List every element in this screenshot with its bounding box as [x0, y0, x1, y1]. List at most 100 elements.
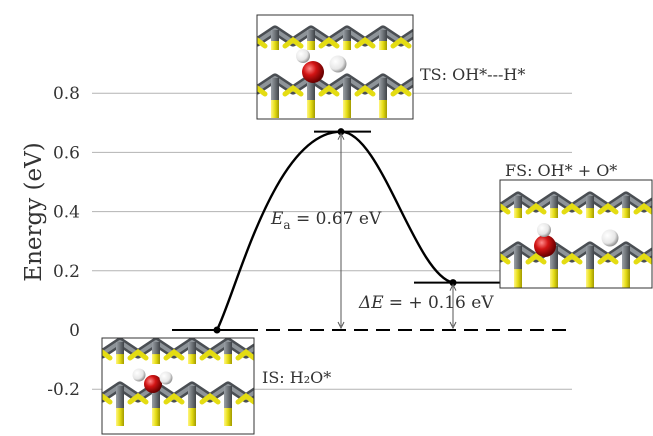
metal-rod [188, 342, 196, 364]
ts-state-label: TS: OH*---H* [420, 65, 525, 84]
sulfur-rod [307, 41, 315, 50]
sulfur-bond [257, 84, 268, 97]
sulfur-rod [379, 41, 387, 50]
metal-rod [235, 30, 243, 50]
sulfur-bond [282, 84, 304, 97]
sulfur-bond [102, 392, 113, 405]
sulfur-bond [354, 84, 376, 97]
sulfur-bond [500, 252, 511, 265]
sulfur-bond [58, 352, 74, 358]
sulfur-rod [550, 208, 558, 218]
metal-rod [152, 386, 160, 426]
reaction-arrow-head-bottom [449, 321, 457, 330]
sulfur-rod [379, 100, 387, 118]
is-state-label: IS: H₂O* [262, 368, 331, 387]
metal-rod [224, 342, 232, 364]
y-tick-label: 0.4 [53, 203, 80, 223]
sulfur-rod [451, 100, 459, 118]
sulfur-bond [235, 392, 254, 405]
y-tick-label: 0.8 [53, 84, 80, 104]
metal-rod [307, 30, 315, 50]
metal-rod [152, 342, 160, 364]
sulfur-rod [235, 100, 243, 118]
y-tick-label: 0 [69, 321, 80, 341]
sulfur-rod [307, 100, 315, 118]
sulfur-bond [390, 36, 412, 49]
metal-rod [307, 78, 315, 118]
sulfur-rod [224, 354, 232, 364]
hydrogen-atom [329, 55, 347, 73]
sulfur-rod [188, 408, 196, 426]
metal-rod [116, 342, 124, 364]
metal-rod [296, 386, 304, 426]
sulfur-bond [199, 392, 221, 405]
hydrogen-atom [296, 49, 310, 63]
sulfur-rod [586, 269, 594, 288]
sulfur-bond [274, 396, 290, 402]
hydrogen-atom [601, 229, 619, 247]
sulfur-bond [199, 348, 221, 361]
sulfur-rod [116, 408, 124, 426]
sulfur-bond [390, 84, 412, 97]
sulfur-rod [116, 354, 124, 364]
sulfur-rod [80, 354, 88, 364]
sulfur-rod [514, 208, 522, 218]
metal-rod [80, 342, 88, 364]
oxygen-atom [534, 235, 556, 257]
sulfur-rod [260, 354, 268, 364]
sulfur-rod [550, 269, 558, 288]
sulfur-rod [622, 269, 630, 288]
metal-rod [514, 246, 522, 288]
sulfur-bond [456, 256, 472, 262]
sulfur-bond [561, 202, 583, 215]
metal-rod [188, 386, 196, 426]
sulfur-bond [597, 252, 619, 265]
metal-rod [514, 196, 522, 218]
sulfur-bond [525, 202, 547, 215]
metal-rod [586, 196, 594, 218]
metal-rod [343, 78, 351, 118]
sulfur-rod [152, 354, 160, 364]
sulfur-bond [633, 252, 652, 265]
metal-rod [415, 30, 423, 50]
sulfur-rod [415, 100, 423, 118]
metal-rod [235, 78, 243, 118]
y-axis-label: Energy (eV) [21, 142, 47, 281]
sulfur-rod [514, 269, 522, 288]
sulfur-rod [343, 100, 351, 118]
metal-rod [379, 78, 387, 118]
metal-rod [586, 246, 594, 288]
sulfur-bond [257, 36, 268, 49]
sulfur-rod [224, 408, 232, 426]
sulfur-bond [500, 202, 511, 215]
reaction-arrow-head-top [449, 283, 457, 291]
metal-rod [271, 78, 279, 118]
sulfur-bond [633, 202, 652, 215]
fs-state-label: FS: OH* + O* [505, 161, 617, 180]
sulfur-bond [102, 348, 113, 361]
is-structure-image [58, 337, 304, 435]
fs-structure-image [456, 179, 653, 289]
sulfur-rod [478, 269, 486, 288]
metal-rod [379, 30, 387, 50]
metal-rod [296, 342, 304, 364]
sulfur-bond [235, 348, 254, 361]
sulfur-bond [561, 252, 583, 265]
sulfur-rod [622, 208, 630, 218]
hydrogen-atom [132, 368, 146, 382]
metal-rod [80, 386, 88, 426]
metal-rod [622, 246, 630, 288]
metal-rod [343, 30, 351, 50]
sulfur-rod [478, 208, 486, 218]
sulfur-rod [343, 41, 351, 50]
sulfur-bond [318, 84, 340, 97]
sulfur-rod [271, 41, 279, 50]
metal-rod [271, 30, 279, 50]
energy-arrows [337, 132, 457, 330]
sulfur-rod [451, 41, 459, 50]
activation-energy-label: Ea = 0.67 eV [270, 209, 382, 232]
sulfur-bond [597, 202, 619, 215]
hydrogen-atom [537, 223, 551, 237]
sulfur-bond [318, 36, 340, 49]
